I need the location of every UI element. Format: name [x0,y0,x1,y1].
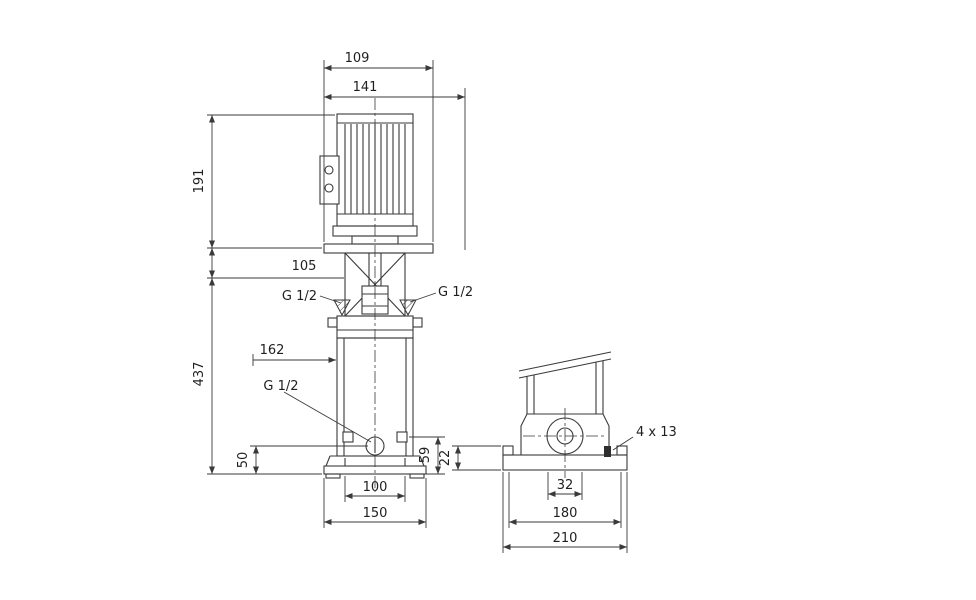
terminal-box [319,155,340,205]
dim-bolt-spacing-front: 100 [363,480,388,495]
dim-total-height: 437 [192,362,207,387]
dimensions-side: 22 32 180 210 4 x 13 [438,425,677,553]
dim-bolt-spacing-side: 180 [553,506,578,521]
port-flange [523,408,607,478]
dim-top-width: 109 [345,51,370,66]
front-view: 109 141 191 105 437 162 G 1/2 G 1/2 G 1/… [192,51,473,528]
dim-flange-width: 141 [353,80,378,95]
port-label-top-right: G 1/2 [438,285,473,300]
bolt-slot [604,446,611,457]
dim-lip-height: 22 [438,450,453,467]
dim-head-clearance: 105 [292,259,317,274]
dim-base-width: 150 [363,506,388,521]
base-side [502,445,628,471]
motor-flange [323,225,434,254]
port-label-top-left: G 1/2 [282,289,317,304]
dim-port-width: 32 [557,478,574,493]
dim-base-length: 210 [553,531,578,546]
dim-motor-height: 191 [192,169,207,194]
dimensions-front: 109 141 191 105 437 162 G 1/2 G 1/2 G 1/… [192,51,473,528]
dim-gauge-height: 59 [418,447,433,464]
dim-drain-height: 50 [236,452,251,469]
vent-ports [333,299,417,317]
note-bolt-holes: 4 x 13 [636,425,677,440]
port-label-drain: G 1/2 [263,379,298,394]
side-view: 22 32 180 210 4 x 13 [438,351,677,553]
dim-chamber-length: 162 [260,343,285,358]
